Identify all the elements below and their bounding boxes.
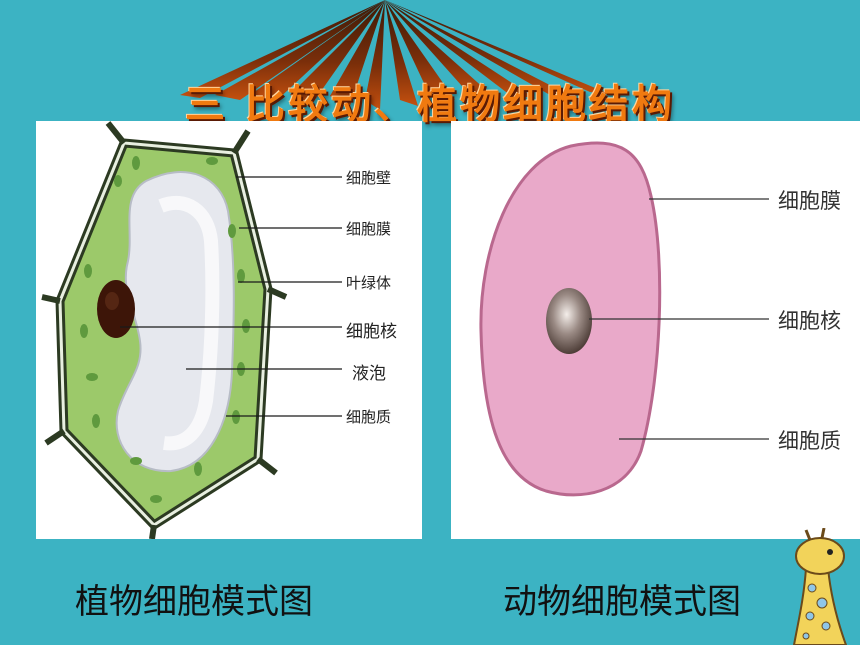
label-vacuole: 液泡 (352, 364, 386, 384)
plant-cell-diagram: 细胞壁 细胞膜 叶绿体 细胞核 液泡 细胞质 (36, 121, 422, 539)
animal-cell-caption: 动物细胞模式图 (503, 582, 741, 622)
giraffe-illustration (792, 528, 848, 645)
plant-cell-caption: 植物细胞模式图 (75, 582, 313, 622)
label-chloroplast: 叶绿体 (346, 274, 392, 292)
animal-cell-diagram: 细胞膜 细胞核 细胞质 (451, 121, 860, 539)
label-animal-cytoplasm: 细胞质 (778, 429, 841, 453)
label-animal-cell-membrane: 细胞膜 (778, 189, 841, 213)
label-cell-wall: 细胞壁 (346, 169, 392, 187)
ray-burst-decoration (180, 0, 612, 110)
slide-title: 三 比较动、植物细胞结构 (185, 82, 675, 128)
label-animal-nucleus: 细胞核 (778, 309, 841, 333)
label-plant-nucleus: 细胞核 (346, 322, 397, 342)
label-plant-cytoplasm: 细胞质 (346, 408, 392, 426)
label-plant-cell-membrane: 细胞膜 (346, 220, 392, 238)
